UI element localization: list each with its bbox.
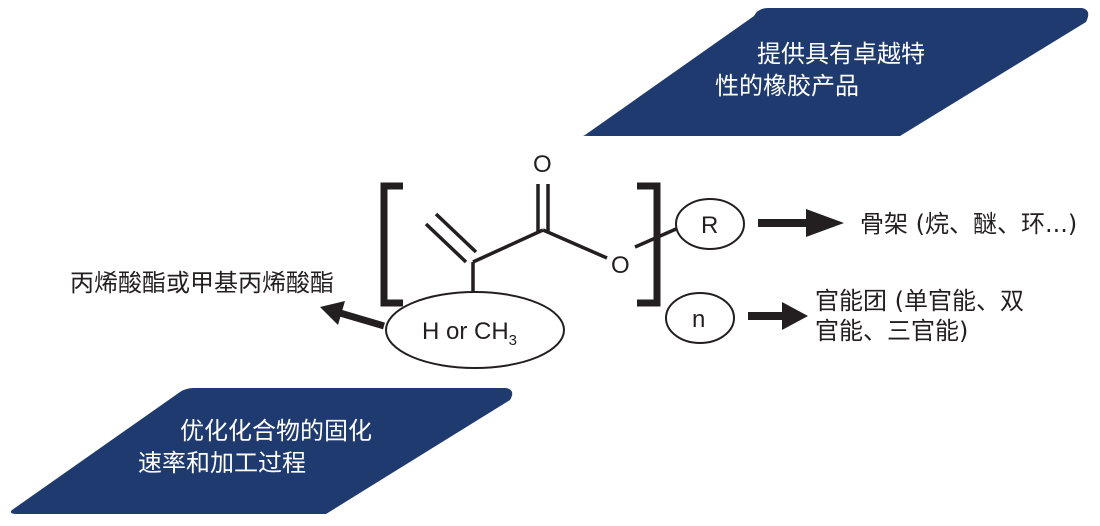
banner-bottom-left-shape [10,388,513,514]
substituent-main: H or CH [422,318,509,345]
banner-top-right: 提供具有卓越特 性的橡胶产品 [583,8,1089,136]
r-group-ellipse [675,198,745,250]
substituent-group: H or CH3 [385,291,565,369]
n-ellipse [665,292,735,344]
n-group: n [665,292,735,344]
backbone-label: 骨架 (烷、醚、环...) [860,210,1077,238]
substituent-label: H or CH3 [422,318,517,349]
acrylate-label: 丙烯酸酯或甲基丙烯酸酯 [70,269,334,297]
banner-top-right-line2: 性的橡胶产品 [715,72,859,100]
banner-top-right-line1: 提供具有卓越特 [757,40,925,68]
functionality-label-line2: 官能、三官能) [815,317,968,345]
banner-bottom-left-line1: 优化化合物的固化 [180,417,372,445]
n-label: n [692,306,705,333]
molecule-bonds [424,184,693,302]
r-group: R [675,198,745,250]
left-bracket [380,182,403,307]
banner-bottom-left-line2: 速率和加工过程 [138,449,306,477]
carbonyl-oxygen: O [533,151,552,178]
functionality-arrow [748,302,808,330]
ester-oxygen: O [611,252,630,279]
substituent-ellipse [385,291,565,369]
banner-bottom-left: 优化化合物的固化 速率和加工过程 [10,388,513,514]
right-bracket [637,182,661,307]
substituent-subscript: 3 [509,332,517,349]
r-group-label: R [701,212,718,239]
banner-top-right-shape [583,8,1089,136]
functionality-label-line1: 官能团 (单官能、双 [815,287,1024,315]
backbone-arrow [758,209,844,237]
left-arrow [320,301,385,330]
